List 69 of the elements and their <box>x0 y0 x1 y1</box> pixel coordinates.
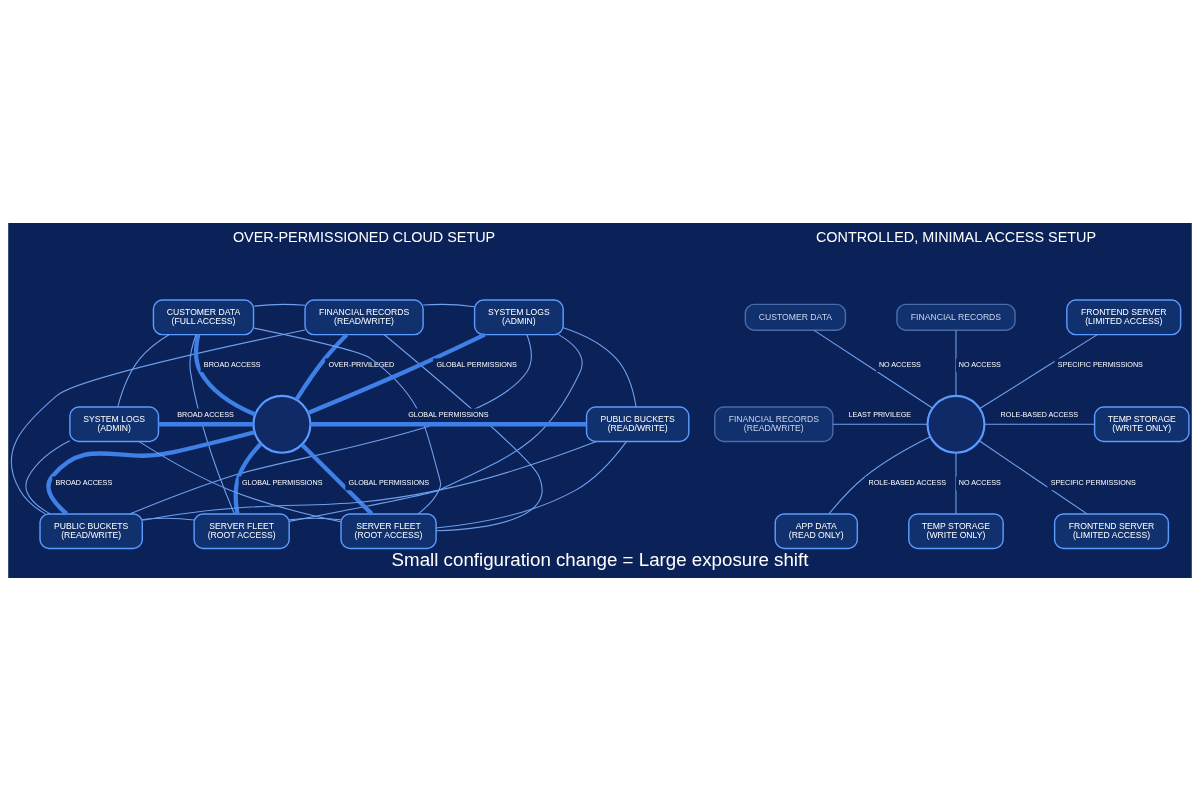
connector <box>383 333 543 531</box>
connector <box>828 435 931 514</box>
node-box: FINANCIAL RECORDS (READ/WRITE) <box>714 405 834 442</box>
connector <box>10 329 306 514</box>
connector <box>288 517 342 520</box>
connector <box>984 423 1095 425</box>
edge-label: GLOBAL PERMISSIONS <box>408 409 489 419</box>
connector <box>979 333 1098 409</box>
connector <box>233 441 263 514</box>
connector <box>955 329 957 396</box>
connector <box>562 326 637 407</box>
connector <box>193 333 256 417</box>
edge-label: BROAD ACCESS <box>203 359 261 369</box>
node-box: PUBLIC BUCKETS (READ/WRITE) <box>39 512 143 549</box>
edge-label: BROAD ACCESS <box>55 477 113 487</box>
node-box: FRONTEND SERVER (LIMITED ACCESS) <box>1053 512 1170 549</box>
caption: Small configuration change = Large exposure shift <box>391 548 809 570</box>
edge-label: GLOBAL PERMISSIONS <box>348 477 429 487</box>
connector <box>129 333 532 514</box>
connector <box>307 332 486 415</box>
edge-label: ROLE-BASED ACCESS <box>868 477 946 487</box>
node-box: SYSTEM LOGS (ADMIN) <box>69 405 160 442</box>
edge-label: LEAST PRIVILEGE <box>848 409 912 419</box>
node-box: TEMP STORAGE (WRITE ONLY) <box>908 512 1004 549</box>
connector <box>253 303 306 307</box>
label: OVER-PERMISSIONED CLOUD SETUP <box>232 228 496 245</box>
connector <box>46 429 256 515</box>
node-circle <box>926 394 986 454</box>
edge-label: NO ACCESS <box>958 359 1001 369</box>
connector <box>189 333 235 514</box>
connector <box>138 440 342 522</box>
connector <box>25 439 71 514</box>
connector <box>253 327 442 514</box>
node-box: PUBLIC BUCKETS (READ/WRITE) <box>585 405 690 442</box>
connector <box>141 517 195 521</box>
node-box: SERVER FLEET (ROOT ACCESS) <box>340 512 437 549</box>
node-box: FINANCIAL RECORDS <box>896 303 1016 331</box>
node-circle <box>252 394 312 454</box>
edge-label: GLOBAL PERMISSIONS <box>436 359 517 369</box>
connector <box>117 333 170 407</box>
node-box: CUSTOMER DATA (FULL ACCESS) <box>152 298 255 335</box>
connector <box>832 423 928 425</box>
edge-label: ROLE-BASED ACCESS <box>1000 409 1079 419</box>
connector <box>300 442 374 515</box>
connector <box>158 421 254 426</box>
edge-label: SPECIFIC PERMISSIONS <box>1050 477 1136 487</box>
node-box: APP DATA (READ ONLY) <box>774 512 859 549</box>
label: CONTROLLED, MINIMAL ACCESS SETUP <box>815 228 1097 245</box>
edge-label: SPECIFIC PERMISSIONS <box>1057 359 1143 369</box>
connector <box>978 439 1088 514</box>
node-box: FRONTEND SERVER (LIMITED ACCESS) <box>1066 298 1182 335</box>
edge-label: GLOBAL PERMISSIONS <box>242 477 323 487</box>
node-box: FINANCIAL RECORDS (READ/WRITE) <box>304 298 424 335</box>
node-box: TEMP STORAGE (WRITE ONLY) <box>1093 405 1190 442</box>
connector <box>294 332 349 401</box>
edge-label: OVER-PRIVILEGED <box>328 359 395 369</box>
connector <box>422 303 475 307</box>
edge-label: NO ACCESS <box>878 359 921 369</box>
node-box: SYSTEM LOGS (ADMIN) <box>473 298 564 335</box>
connector <box>955 451 957 514</box>
connector <box>141 440 597 521</box>
connector <box>288 333 583 522</box>
connector <box>813 329 933 409</box>
node-box: SERVER FLEET (ROOT ACCESS) <box>193 512 290 549</box>
node-box: CUSTOMER DATA <box>744 303 847 331</box>
connector <box>435 440 627 529</box>
edge-label: NO ACCESS <box>958 477 1001 487</box>
connector <box>310 421 587 426</box>
edge-label: BROAD ACCESS <box>177 409 234 419</box>
